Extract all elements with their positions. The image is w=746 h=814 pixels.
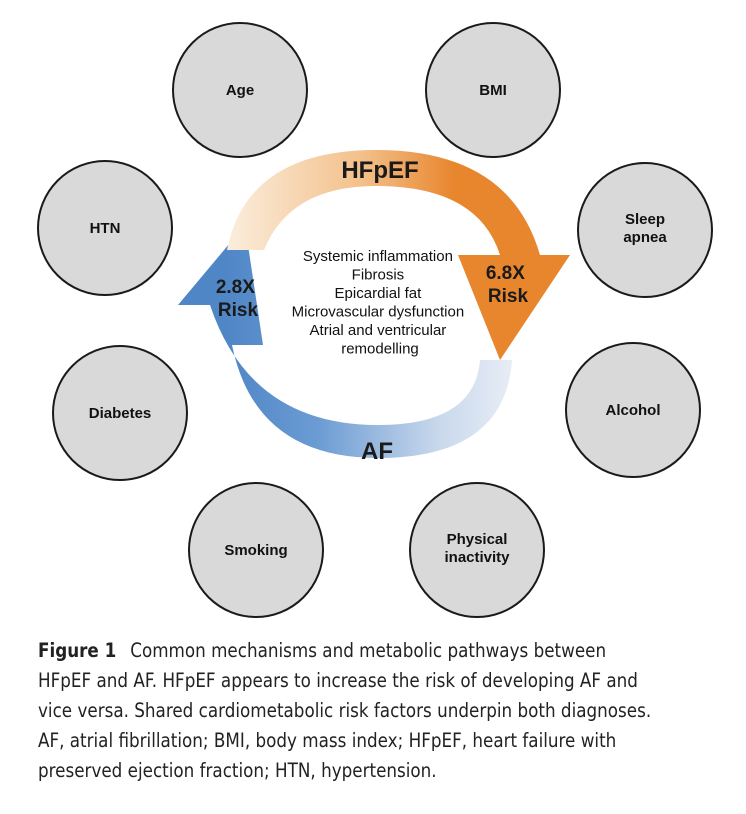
left-risk-label: 2.8X Risk <box>216 277 260 321</box>
risk-factor-diabetes-label: Diabetes <box>89 405 152 422</box>
caption-line-4: AF, atrial fibrillation; BMI, body mass … <box>38 729 617 752</box>
figure-caption: Figure 1 Common mechanisms and metabolic… <box>38 636 652 786</box>
risk-factor-smoking: Smoking <box>188 482 324 618</box>
af-to-hfpef-arrow <box>178 225 512 458</box>
risk-factor-diabetes: Diabetes <box>52 345 188 481</box>
af-label: AF <box>361 438 393 465</box>
risk-factor-alcohol-label: Alcohol <box>606 402 661 419</box>
hfpef-to-af-arrow <box>227 150 570 360</box>
mechanisms-list: Systemic inflammation Fibrosis Epicardia… <box>292 248 469 358</box>
risk-factor-htn-label: HTN <box>90 220 121 237</box>
risk-factor-alcohol: Alcohol <box>565 342 701 478</box>
risk-factor-age: Age <box>172 22 308 158</box>
caption-line-2: HFpEF and AF. HFpEF appears to increase … <box>38 669 638 692</box>
caption-line-3: vice versa. Shared cardiometabolic risk … <box>38 699 652 722</box>
right-risk-label: 6.8X Risk <box>486 263 530 307</box>
risk-factor-age-label: Age <box>226 82 254 99</box>
hfpef-label: HFpEF <box>341 157 418 184</box>
figure-label: Figure 1 <box>38 639 117 662</box>
caption-line-5: preserved ejection fraction; HTN, hypert… <box>38 759 437 782</box>
risk-factor-htn: HTN <box>37 160 173 296</box>
risk-factor-bmi-label: BMI <box>479 82 507 99</box>
risk-factor-bmi: BMI <box>425 22 561 158</box>
caption-line-1: Figure 1 Common mechanisms and metabolic… <box>38 639 607 662</box>
risk-factor-smoking-label: Smoking <box>224 542 287 559</box>
